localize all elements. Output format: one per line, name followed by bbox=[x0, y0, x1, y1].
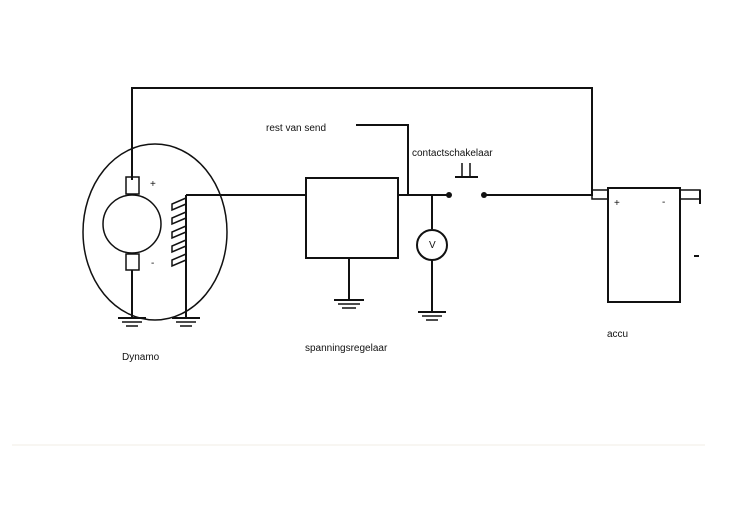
rest-van-send-leader bbox=[356, 124, 409, 195]
dynamo-housing bbox=[82, 143, 228, 321]
voltmeter-label: V bbox=[429, 240, 436, 251]
battery-minus-terminal bbox=[679, 189, 701, 200]
battery-body bbox=[607, 187, 681, 303]
ignition-switch bbox=[446, 163, 487, 198]
dynamo-label: Dynamo bbox=[122, 352, 160, 363]
battery-plus-terminal bbox=[591, 189, 609, 200]
regulator-ground bbox=[334, 299, 364, 309]
dynamo-field-coil bbox=[171, 197, 187, 268]
dynamo-ground-2 bbox=[172, 317, 200, 327]
switch-label: contactschakelaar bbox=[412, 148, 493, 159]
dynamo-minus-sign: - bbox=[151, 258, 154, 269]
battery-plus-sign: + bbox=[614, 198, 620, 209]
battery-minus-sign: - bbox=[662, 197, 665, 208]
dynamo-armature bbox=[102, 194, 162, 254]
dynamo-brush-bottom bbox=[125, 253, 140, 271]
dynamo bbox=[82, 143, 228, 321]
switch-contact-left bbox=[446, 192, 452, 198]
voltmeter-ground bbox=[418, 311, 446, 321]
voltage-regulator-box bbox=[305, 177, 399, 259]
top-wire bbox=[131, 87, 593, 196]
dynamo-plus-sign: + bbox=[150, 179, 156, 190]
wire-label: rest van send bbox=[266, 123, 326, 134]
dynamo-ground-1 bbox=[118, 317, 146, 327]
regulator-label: spanningsregelaar bbox=[305, 343, 388, 354]
battery-label: accu bbox=[607, 329, 628, 340]
dynamo-brush-top bbox=[125, 176, 140, 195]
